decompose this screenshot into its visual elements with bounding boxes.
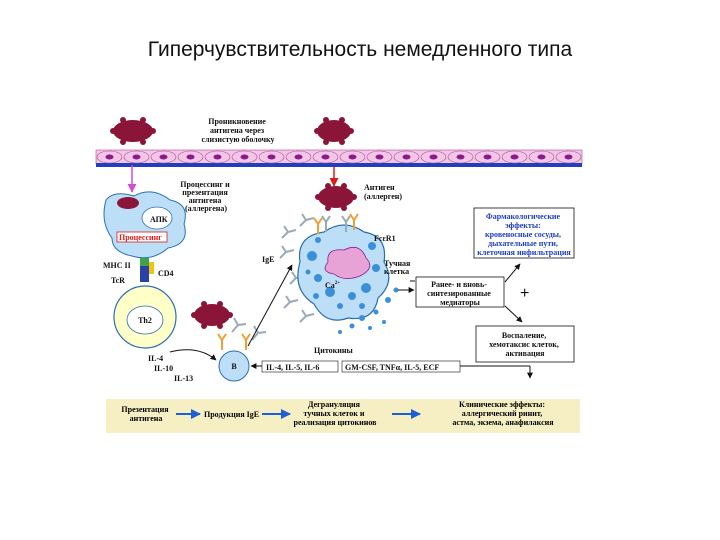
epithelial-nucleus (537, 154, 546, 160)
apc-cell: АПК Процессинг (103, 191, 186, 259)
label-cytokines: Цитокины (314, 346, 353, 355)
label-plus: + (520, 285, 529, 302)
mast-granules (305, 237, 380, 309)
label-ca: Ca2+ (325, 281, 340, 290)
label-b: B (231, 362, 237, 371)
epithelial-nucleus (213, 154, 222, 160)
page-title: Гиперчувствительность немедленного типа (147, 38, 573, 61)
label-th2-cytokines: IL-4 IL-10 IL-13 (148, 354, 193, 383)
arrow-th2-to-b (169, 349, 217, 361)
epithelium-layer (95, 149, 583, 167)
epithelial-nucleus (375, 154, 384, 160)
label-mast: Тучная клетка (384, 259, 412, 276)
epithelial-nucleus (294, 154, 303, 160)
label-processing: Процессинг и презентация антигена (аллер… (180, 180, 232, 213)
bar-item-2: Продукция IgE (204, 410, 259, 419)
fce-receptors (313, 213, 359, 234)
label-cd4: CD4 (158, 269, 174, 278)
label-tcr: TcR (111, 276, 125, 285)
allergen-on-b (191, 301, 233, 329)
allergen-top-left (110, 117, 156, 145)
epithelial-nucleus (456, 154, 465, 160)
mast-nucleus (324, 246, 371, 279)
label-inflammation: Воспаление, хемотаксис клеток, активация (489, 331, 561, 358)
epithelial-nucleus (132, 154, 141, 160)
label-antigen: Антиген (аллерген) (364, 183, 402, 201)
epithelial-nucleus (564, 154, 573, 160)
bar-item-3: Дегрануляция тучных клеток и реализация … (294, 400, 378, 427)
label-pharm: Фармакологические эффекты: кровеносные с… (477, 212, 571, 257)
epithelial-nucleus (483, 154, 492, 160)
bound-ige (321, 215, 351, 232)
epithelial-nucleus (186, 154, 195, 160)
basement-membrane (96, 163, 582, 167)
epithelial-nucleus (240, 154, 249, 160)
label-mhc: MHC II (103, 261, 131, 270)
box-mediators (415, 276, 505, 308)
mhc-tcr-complex (140, 258, 154, 282)
box-inflammation (475, 325, 575, 363)
mast-cell: Ca2+ (297, 224, 390, 321)
epithelial-nucleus (321, 154, 330, 160)
epithelial-nucleus (159, 154, 168, 160)
label-mediators: Ранее- и вновь- синтезированные медиатор… (427, 280, 493, 307)
label-ige: IgE (262, 255, 274, 264)
label-fce: FcεR1 (374, 234, 396, 243)
label-penetration: Проникновение антигена через слизистую о… (201, 117, 274, 144)
arrow-to-pharm (504, 263, 521, 283)
bottom-bar (106, 399, 580, 433)
epithelial-nucleus (402, 154, 411, 160)
allergen-mast (315, 183, 357, 211)
bar-item-4: Клинические эффекты: аллергический ринит… (452, 400, 554, 427)
label-apc: АПК (150, 215, 168, 224)
th2-cell: Th2 (113, 285, 177, 349)
epithelial-nucleus (348, 154, 357, 160)
label-gm-csf: GM-CSF, TNFα, IL-5, ECF (345, 363, 439, 372)
epithelial-nucleus (510, 154, 519, 160)
b-cell-receptors (217, 333, 251, 350)
epithelial-nucleus (267, 154, 276, 160)
label-processing-tag: Процессинг (119, 233, 162, 242)
epithelial-nucleus (105, 154, 114, 160)
b-cell: B (218, 350, 250, 382)
arrow-b-to-ige (247, 264, 293, 347)
epithelial-nucleus (429, 154, 438, 160)
arrow-to-inflammation (504, 305, 523, 323)
apc-allergen (117, 197, 139, 209)
label-th2: Th2 (138, 316, 152, 325)
bar-item-1: Презентация антигена (121, 405, 170, 423)
box-pharm (473, 207, 575, 259)
allergen-top-right (314, 117, 354, 145)
ige-antibodies-b (231, 317, 267, 341)
released-granules (338, 287, 399, 334)
label-il-b: IL-4, IL-5, IL-6 (266, 363, 319, 372)
